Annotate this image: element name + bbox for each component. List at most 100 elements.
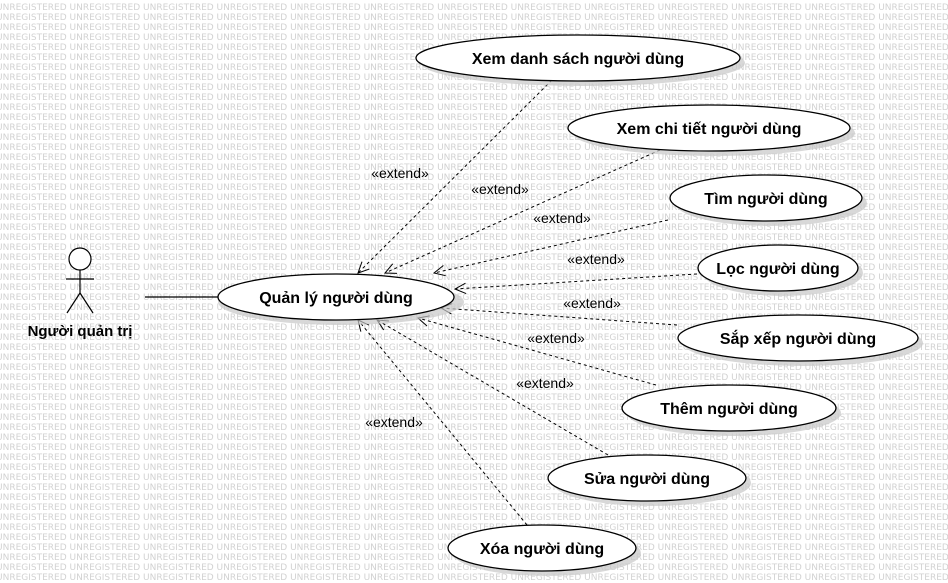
actor-right-leg xyxy=(79,292,94,314)
use-case[interactable]: Sắp xếp người dùng xyxy=(677,314,923,366)
watermark-row: UNREGISTERED UNREGISTERED UNREGISTERED U… xyxy=(0,233,948,243)
extend-line xyxy=(433,219,669,274)
use-case[interactable]: Tìm người dùng xyxy=(669,174,867,226)
use-case[interactable]: Lọc người dùng xyxy=(697,244,863,296)
watermark-row: UNREGISTERED UNREGISTERED UNREGISTERED U… xyxy=(0,453,948,463)
extend-line xyxy=(357,79,553,274)
watermark-row: UNREGISTERED UNREGISTERED UNREGISTERED U… xyxy=(0,423,948,433)
watermark-row: UNREGISTERED UNREGISTERED UNREGISTERED U… xyxy=(0,173,948,183)
watermark-row: UNREGISTERED UNREGISTERED UNREGISTERED U… xyxy=(0,203,948,213)
actor[interactable]: Người quản trị xyxy=(28,247,133,340)
watermark-row: UNREGISTERED UNREGISTERED UNREGISTERED U… xyxy=(0,263,948,273)
extend-line xyxy=(417,317,657,386)
extend-arrowhead xyxy=(383,263,398,274)
use-case-label: Xem danh sách người dùng xyxy=(472,51,684,68)
use-case-ellipse xyxy=(621,384,837,432)
watermark-row: UNREGISTERED UNREGISTERED UNREGISTERED U… xyxy=(0,313,948,323)
watermark-row: UNREGISTERED UNREGISTERED UNREGISTERED U… xyxy=(0,363,948,373)
use-case-ellipse xyxy=(677,314,919,362)
watermark-row: UNREGISTERED UNREGISTERED UNREGISTERED U… xyxy=(0,333,948,343)
extend-label: «extend» xyxy=(533,210,591,226)
use-case[interactable]: Sửa người dùng xyxy=(547,454,751,506)
use-case[interactable]: Xem chi tiết người dùng xyxy=(567,104,855,156)
watermark-row: UNREGISTERED UNREGISTERED UNREGISTERED U… xyxy=(0,513,948,523)
use-case-ellipse xyxy=(697,244,859,292)
watermark-row: UNREGISTERED UNREGISTERED UNREGISTERED U… xyxy=(0,443,948,453)
use-case-label: Xem chi tiết người dùng xyxy=(617,121,802,138)
watermark-row: UNREGISTERED UNREGISTERED UNREGISTERED U… xyxy=(0,463,948,473)
watermark-row: UNREGISTERED UNREGISTERED UNREGISTERED U… xyxy=(0,143,948,153)
extend-label: «extend» xyxy=(527,330,585,346)
watermark-row: UNREGISTERED UNREGISTERED UNREGISTERED U… xyxy=(0,13,948,23)
use-case-ellipse xyxy=(447,524,637,572)
actor-left-leg xyxy=(66,292,81,314)
watermark-row: UNREGISTERED UNREGISTERED UNREGISTERED U… xyxy=(0,573,948,583)
watermark-row: UNREGISTERED UNREGISTERED UNREGISTERED U… xyxy=(0,293,948,303)
extend-line xyxy=(384,149,661,274)
use-case[interactable]: Xóa người dùng xyxy=(447,524,641,576)
extend-arrowhead xyxy=(453,282,467,294)
use-case-ellipse xyxy=(415,34,741,82)
watermark-row: UNREGISTERED UNREGISTERED UNREGISTERED U… xyxy=(0,83,948,93)
watermark-row: UNREGISTERED UNREGISTERED UNREGISTERED U… xyxy=(0,383,948,393)
watermark-row: UNREGISTERED UNREGISTERED UNREGISTERED U… xyxy=(0,103,948,113)
actor-head xyxy=(68,247,92,271)
watermark-row: UNREGISTERED UNREGISTERED UNREGISTERED U… xyxy=(0,183,948,193)
use-case-ellipse xyxy=(547,454,747,502)
use-case-label: Tìm người dùng xyxy=(704,191,827,208)
watermark-row: UNREGISTERED UNREGISTERED UNREGISTERED U… xyxy=(0,473,948,483)
watermark-row: UNREGISTERED UNREGISTERED UNREGISTERED U… xyxy=(0,403,948,413)
extend-label: «extend» xyxy=(516,375,574,391)
watermark-row: UNREGISTERED UNREGISTERED UNREGISTERED U… xyxy=(0,273,948,283)
extend-label: «extend» xyxy=(365,414,423,430)
extend-line xyxy=(440,307,678,326)
use-case-ellipse xyxy=(567,104,851,152)
watermark-row: UNREGISTERED UNREGISTERED UNREGISTERED U… xyxy=(0,223,948,233)
watermark-row: UNREGISTERED UNREGISTERED UNREGISTERED U… xyxy=(0,393,948,403)
extend-line xyxy=(376,319,609,456)
watermark-row: UNREGISTERED UNREGISTERED UNREGISTERED U… xyxy=(0,213,948,223)
watermark-row: UNREGISTERED UNREGISTERED UNREGISTERED U… xyxy=(0,193,948,203)
watermark-row: UNREGISTERED UNREGISTERED UNREGISTERED U… xyxy=(0,323,948,333)
use-case[interactable]: Thêm người dùng xyxy=(621,384,841,436)
use-case-label: Xóa người dùng xyxy=(480,541,604,558)
use-case-ellipse xyxy=(669,174,863,222)
extend-label: «extend» xyxy=(563,295,621,311)
actor-name: Người quản trị xyxy=(28,323,133,340)
watermark-row: UNREGISTERED UNREGISTERED UNREGISTERED U… xyxy=(0,253,948,263)
main-use-case-ellipse xyxy=(217,273,455,321)
watermark-row: UNREGISTERED UNREGISTERED UNREGISTERED U… xyxy=(0,243,948,253)
main-use-case-label: Quản lý người dùng xyxy=(259,290,413,307)
use-case-label: Sửa người dùng xyxy=(584,471,710,488)
watermark-row: UNREGISTERED UNREGISTERED UNREGISTERED U… xyxy=(0,563,948,573)
extend-arrowhead xyxy=(357,261,370,274)
watermark-row: UNREGISTERED UNREGISTERED UNREGISTERED U… xyxy=(0,3,948,13)
watermark-row: UNREGISTERED UNREGISTERED UNREGISTERED U… xyxy=(0,503,948,513)
use-case[interactable]: Xem danh sách người dùng xyxy=(415,34,745,86)
watermark-row: UNREGISTERED UNREGISTERED UNREGISTERED U… xyxy=(0,493,948,503)
watermark-row: UNREGISTERED UNREGISTERED UNREGISTERED U… xyxy=(0,163,948,173)
watermark-row: UNREGISTERED UNREGISTERED UNREGISTERED U… xyxy=(0,483,948,493)
use-case-label: Sắp xếp người dùng xyxy=(720,329,876,348)
watermark-row: UNREGISTERED UNREGISTERED UNREGISTERED U… xyxy=(0,113,948,123)
watermark-row: UNREGISTERED UNREGISTERED UNREGISTERED U… xyxy=(0,433,948,443)
extend-line xyxy=(357,319,528,526)
watermark-row: UNREGISTERED UNREGISTERED UNREGISTERED U… xyxy=(0,523,948,533)
watermark-row: UNREGISTERED UNREGISTERED UNREGISTERED U… xyxy=(0,23,948,33)
extend-relationships: «extend» «extend» «extend» «extend» «extend»… xyxy=(357,79,698,526)
watermark-row: UNREGISTERED UNREGISTERED UNREGISTERED U… xyxy=(0,123,948,133)
watermark-row: UNREGISTERED UNREGISTERED UNREGISTERED U… xyxy=(0,353,948,363)
watermark-row: UNREGISTERED UNREGISTERED UNREGISTERED U… xyxy=(0,133,948,143)
extend-arrowhead xyxy=(432,265,446,277)
watermark-row: UNREGISTERED UNREGISTERED UNREGISTERED U… xyxy=(0,343,948,353)
use-case-label: Thêm người dùng xyxy=(660,401,798,418)
watermark-row: UNREGISTERED UNREGISTERED UNREGISTERED U… xyxy=(0,93,948,103)
watermark-row: UNREGISTERED UNREGISTERED UNREGISTERED U… xyxy=(0,373,948,383)
extend-label: «extend» xyxy=(567,251,625,267)
extend-line xyxy=(454,273,698,290)
watermark-row: UNREGISTERED UNREGISTERED UNREGISTERED U… xyxy=(0,413,948,423)
watermark-row: UNREGISTERED UNREGISTERED UNREGISTERED U… xyxy=(0,33,948,43)
main-use-case[interactable]: Quản lý người dùng xyxy=(217,273,464,325)
